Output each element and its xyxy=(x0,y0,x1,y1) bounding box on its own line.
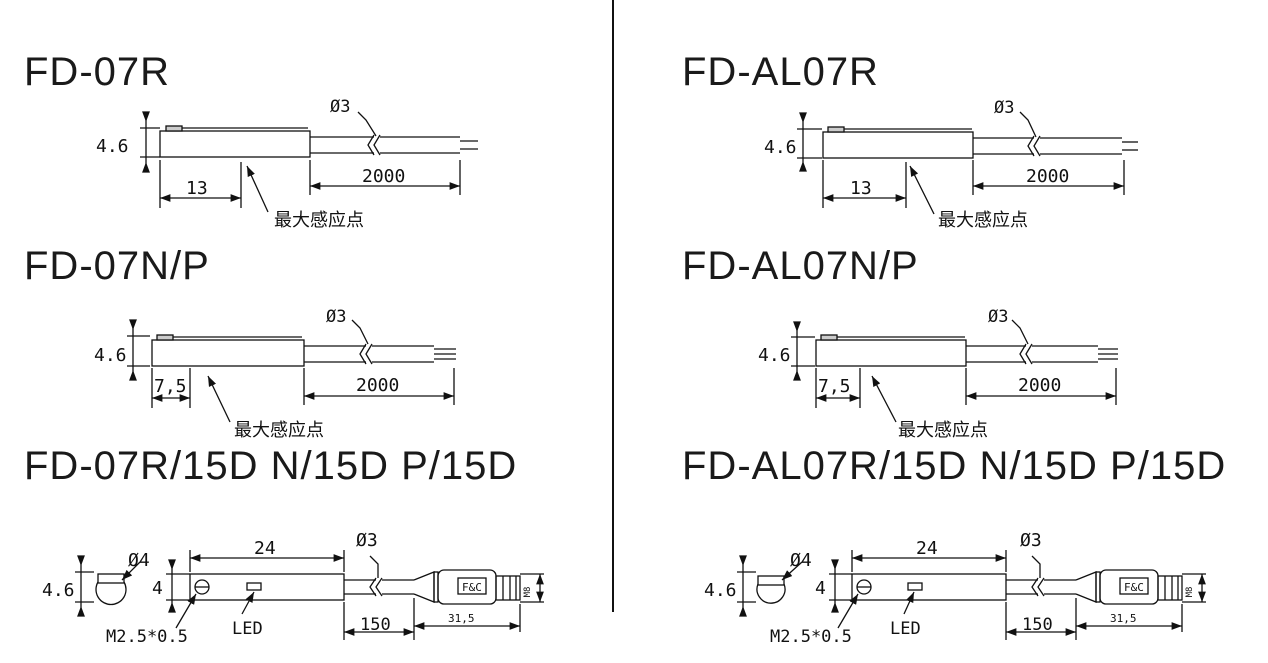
fd07r15d-led-label: LED xyxy=(232,619,263,639)
fdal07r-height-label: 4.6 xyxy=(764,137,797,158)
fd07r15d-dia3-label: Ø3 xyxy=(356,530,378,551)
fdal07np-sensing-point-label: 最大感应点 xyxy=(898,420,988,441)
fdal07r15d-len24-label: 24 xyxy=(916,538,938,559)
fd07np-len2000-label: 2000 xyxy=(356,375,399,396)
fd07r15d-screw-label: M2.5*0.5 xyxy=(106,627,188,647)
fd07np-dia-label: Ø3 xyxy=(326,307,346,327)
fd07r15d-len150-label: 150 xyxy=(360,615,391,635)
fd07r15d-dia4-label: Ø4 xyxy=(128,550,150,571)
fdal07r15d-m8-label: M8 xyxy=(1185,587,1195,598)
fdal07r15d-led-label: LED xyxy=(890,619,921,639)
fd07r-len2000-label: 2000 xyxy=(362,166,405,187)
fdal07np-dia-label: Ø3 xyxy=(988,307,1008,327)
fdal07r-len2000-label: 2000 xyxy=(1026,166,1069,187)
title-fdal07np: FD-AL07N/P xyxy=(682,244,919,288)
fd07r15d-brand-label: F&C xyxy=(462,581,482,594)
fdal07r15d-brand-label: F&C xyxy=(1124,581,1144,594)
fdal07r-sensing-point-label: 最大感应点 xyxy=(938,210,1028,231)
drawing-fdal07r-15d xyxy=(737,550,1206,640)
fdal07np-len75-label: 7,5 xyxy=(818,376,851,397)
fd07np-height-label: 4.6 xyxy=(94,345,127,366)
fd07np-sensing-point-label: 最大感应点 xyxy=(234,420,324,441)
fd07r-height-label: 4.6 xyxy=(96,136,129,157)
fd07r15d-height-label: 4.6 xyxy=(42,580,75,601)
drawing-fd07r xyxy=(140,111,478,213)
title-fdal07r-15d: FD-AL07R/15D N/15D P/15D xyxy=(682,444,1227,488)
title-fd07np: FD-07N/P xyxy=(24,244,210,288)
fdal07r15d-dia3-label: Ø3 xyxy=(1020,530,1042,551)
fdal07np-height-label: 4.6 xyxy=(758,345,791,366)
title-fdal07r: FD-AL07R xyxy=(682,50,879,94)
fdal07r-dia-label: Ø3 xyxy=(994,98,1014,118)
fdal07r15d-h4-label: 4 xyxy=(815,578,826,599)
drawing-fd07np xyxy=(127,319,456,423)
fdal07np-len2000-label: 2000 xyxy=(1018,375,1061,396)
fd07r15d-h4-label: 4 xyxy=(152,578,163,599)
fdal07r15d-screw-label: M2.5*0.5 xyxy=(770,627,852,647)
fd07r-sensing-point-label: 最大感应点 xyxy=(274,210,364,231)
fd07np-len75-label: 7,5 xyxy=(154,376,187,397)
fd07r-dia-label: Ø3 xyxy=(330,97,350,117)
title-fd07r-15d: FD-07R/15D N/15D P/15D xyxy=(24,444,518,488)
drawing-fd07r-15d xyxy=(75,550,544,640)
title-fd07r: FD-07R xyxy=(24,50,171,94)
fdal07r15d-len150-label: 150 xyxy=(1022,615,1053,635)
fdal07r15d-dia4-label: Ø4 xyxy=(790,550,812,571)
drawing-fdal07np xyxy=(791,319,1118,423)
fd07r-len13-label: 13 xyxy=(186,178,208,199)
fdal07r15d-height-label: 4.6 xyxy=(704,580,737,601)
fd07r15d-len315-label: 31,5 xyxy=(448,612,475,625)
center-divider xyxy=(612,0,614,612)
fdal07r-len13-label: 13 xyxy=(850,178,872,199)
fd07r15d-m8-label: M8 xyxy=(523,587,533,598)
drawing-fdal07r xyxy=(797,111,1138,215)
fd07r15d-len24-label: 24 xyxy=(254,538,276,559)
fdal07r15d-len315-label: 31,5 xyxy=(1110,612,1137,625)
